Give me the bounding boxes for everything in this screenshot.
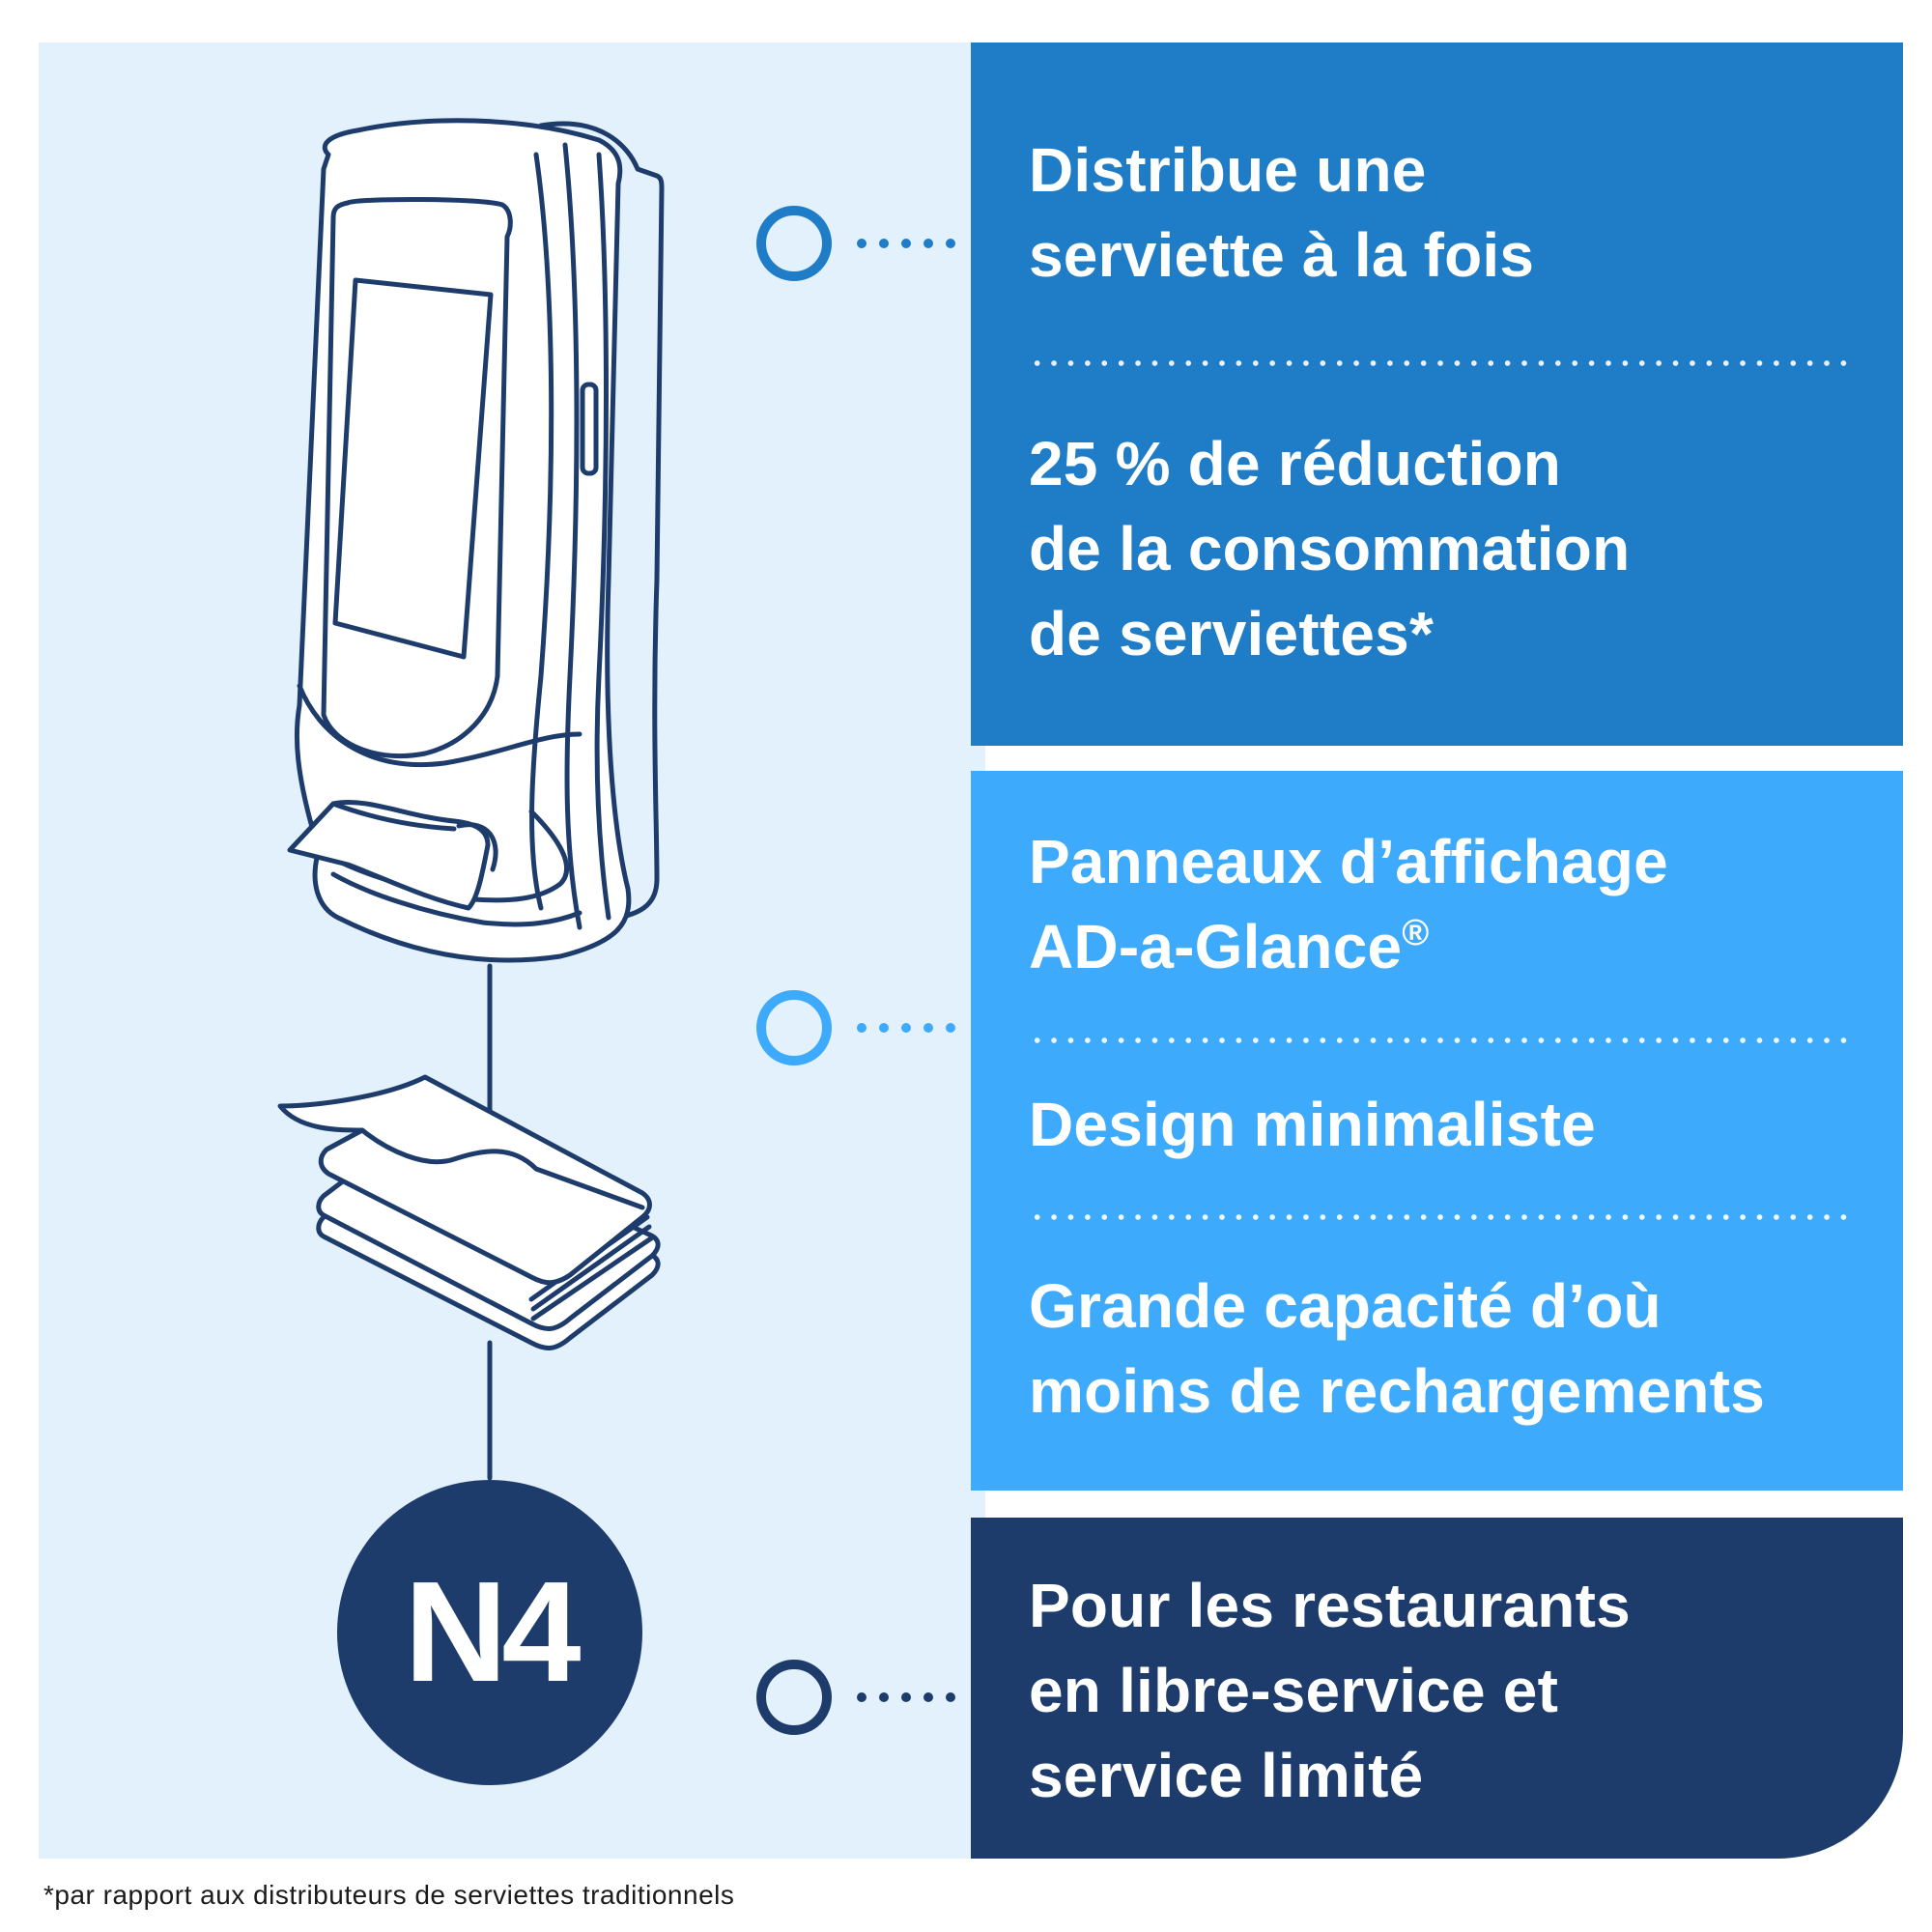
dotted-divider [1029,359,1850,367]
connector-circle-icon [756,206,832,281]
registered-mark: ® [1402,913,1430,953]
dotted-divider [1029,1037,1850,1044]
feature-consumption-reduction: 25 % de réduction de la consommation de … [1029,429,1631,668]
feature-restaurants: Pour les restaurants en libre-service et… [1029,1571,1631,1810]
feature-one-at-a-time: Distribue une serviette à la fois [1029,135,1535,290]
footnote: *par rapport aux distributeurs de servie… [43,1880,735,1910]
feature-minimal-design: Design minimaliste [1029,1090,1596,1159]
dotted-divider [1029,1213,1850,1221]
feature-panel-design: Panneaux d’affichage AD-a-Glance® Design… [971,771,1903,1491]
feature-high-capacity: Grande capacité d’où moins de rechargeme… [1029,1271,1765,1426]
badge-label: N4 [404,1552,581,1712]
feature-panel-target: Pour les restaurants en libre-service et… [971,1518,1903,1859]
napkin-stack-illustration [277,1074,661,1350]
connector-markers [756,206,955,1735]
connector-circle-icon [756,990,832,1065]
connector-circle-icon [756,1660,832,1735]
feature-ad-a-glance: Panneaux d’affichage AD-a-Glance® [1029,827,1668,981]
badge-circle [337,1480,642,1785]
feature-panel-dispensing: Distribue une serviette à la fois 25 % d… [971,43,1903,746]
